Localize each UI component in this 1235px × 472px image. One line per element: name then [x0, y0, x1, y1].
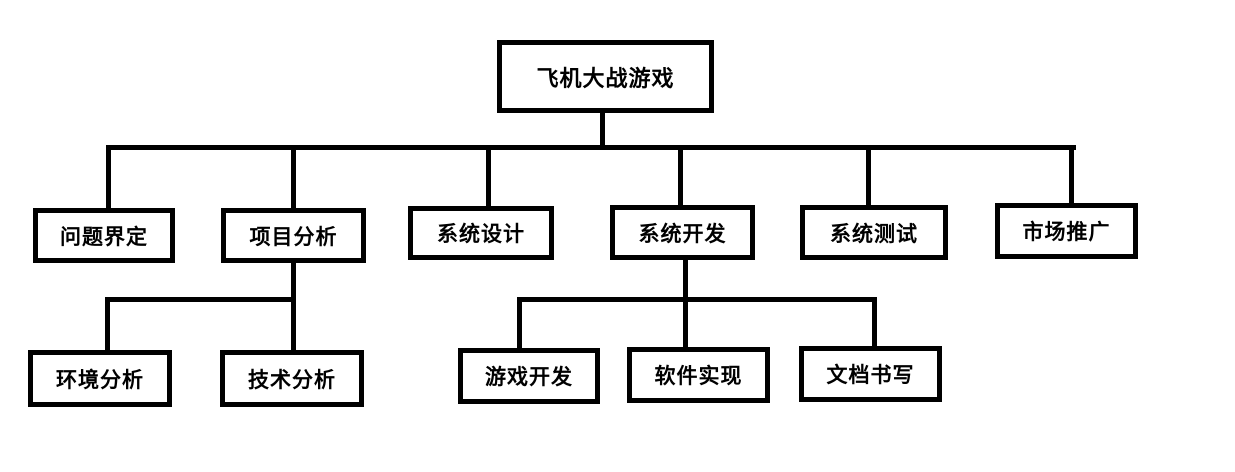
node-documentation: 文档书写 — [799, 346, 942, 402]
node-system-development: 系统开发 — [610, 205, 755, 260]
node-technical-analysis-label: 技术分析 — [248, 367, 336, 392]
connector-project-analysis-bus — [105, 297, 296, 302]
node-system-development-label: 系统开发 — [638, 221, 727, 246]
node-problem-definition-label: 问题界定 — [60, 224, 148, 249]
node-documentation-label: 文档书写 — [826, 363, 915, 387]
node-marketing-label: 市场推广 — [1022, 220, 1111, 244]
connector-drop-system-testing — [866, 148, 871, 208]
node-system-design-label: 系统设计 — [437, 222, 525, 246]
node-technical-analysis: 技术分析 — [220, 350, 364, 407]
node-software-implementation-label: 软件实现 — [654, 364, 743, 388]
node-system-testing: 系统测试 — [800, 205, 948, 260]
connector-drop-environment-analysis — [105, 300, 110, 352]
node-airplane-battle-game: 飞机大战游戏 — [497, 40, 714, 113]
connector-drop-game-development — [517, 300, 522, 350]
connector-drop-project-analysis — [291, 148, 296, 210]
node-system-testing-label: 系统测试 — [830, 221, 918, 246]
connector-project-analysis-vertical — [291, 261, 296, 352]
node-software-implementation: 软件实现 — [627, 347, 770, 403]
node-game-development-label: 游戏开发 — [485, 365, 573, 389]
connector-system-development-vertical — [683, 258, 688, 349]
node-project-analysis-label: 项目分析 — [249, 224, 338, 249]
connector-drop-documentation — [872, 300, 877, 348]
node-game-development: 游戏开发 — [458, 348, 600, 404]
node-airplane-battle-game-label: 飞机大战游戏 — [536, 66, 675, 92]
connector-drop-marketing — [1069, 148, 1074, 205]
connector-system-development-bus — [517, 297, 877, 302]
connector-root-drop — [600, 111, 605, 148]
node-project-analysis: 项目分析 — [221, 208, 366, 263]
connector-drop-problem-definition — [106, 148, 111, 210]
node-problem-definition: 问题界定 — [33, 208, 175, 263]
connector-drop-system-development — [678, 148, 683, 207]
node-environment-analysis-label: 环境分析 — [56, 367, 144, 392]
node-system-design: 系统设计 — [408, 206, 554, 260]
connector-drop-system-design — [486, 148, 491, 208]
node-marketing: 市场推广 — [995, 203, 1138, 259]
connector-main-bus — [106, 145, 1076, 150]
node-environment-analysis: 环境分析 — [28, 350, 172, 407]
